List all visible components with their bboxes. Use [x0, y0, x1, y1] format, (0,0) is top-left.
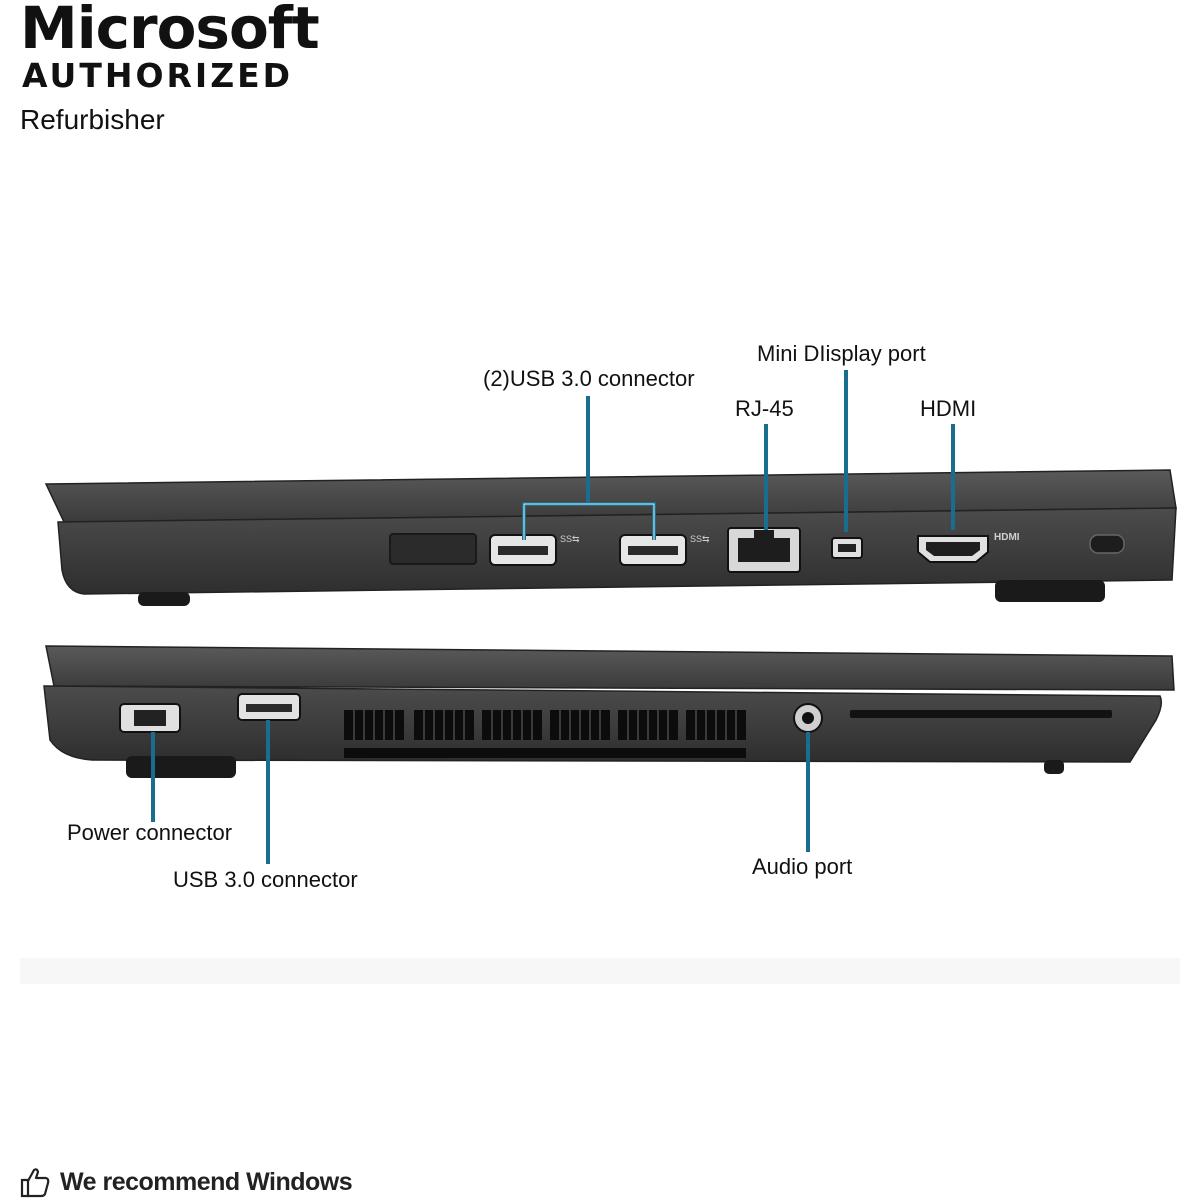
audio-jack: [793, 703, 823, 733]
laptop-right-side: SS⇆ SS⇆ HDMI: [44, 370, 1177, 606]
thumbs-up-icon: [20, 1168, 50, 1198]
hdmi-port: [917, 535, 989, 563]
label-hdmi: HDMI: [920, 396, 977, 421]
brand-role: Refurbisher: [20, 104, 165, 135]
lock-slot: [1089, 534, 1125, 554]
svg-text:SS⇆: SS⇆: [690, 534, 710, 544]
label-power-connector: Power connector: [67, 820, 233, 845]
card-slot: [389, 533, 477, 565]
footer: We recommend Windows: [20, 1162, 353, 1202]
hdmi-marking: HDMI: [994, 532, 1020, 543]
rj45-port: [727, 527, 801, 573]
svg-text:SS⇆: SS⇆: [560, 534, 580, 544]
power-port: [119, 703, 181, 733]
brand-name: Microsoft: [20, 0, 320, 62]
card-reader-slot: [850, 710, 1112, 718]
footer-text: We recommend Windows: [60, 1167, 353, 1196]
label-usb-pair: (2)USB 3.0 connector: [483, 366, 695, 391]
label-usb-left: USB 3.0 connector: [173, 867, 358, 892]
mini-displayport: [831, 537, 863, 559]
usb-port-left: [237, 693, 301, 721]
callout-lines-bottom: [151, 720, 810, 864]
laptop-left-side: [43, 645, 1175, 864]
label-rj45: RJ-45: [735, 396, 794, 421]
label-mini-displayport: Mini DIisplay port: [757, 341, 926, 366]
brand-badge: AUTHORIZED: [22, 56, 294, 95]
label-audio-port: Audio port: [752, 854, 853, 879]
